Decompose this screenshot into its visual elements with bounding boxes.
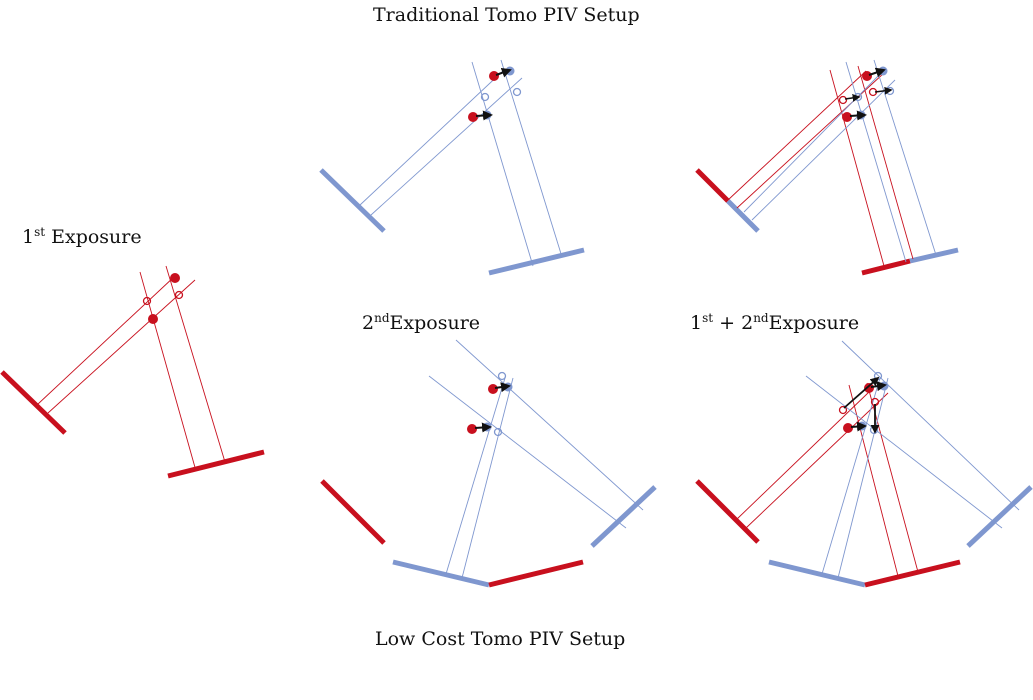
panel-lowcost-second xyxy=(320,339,657,588)
ray xyxy=(727,70,867,201)
camera-bottom-blue xyxy=(768,559,866,588)
camera-bottom-blue xyxy=(392,559,490,588)
first-exposure-sup: st xyxy=(34,225,46,239)
ray xyxy=(359,68,506,206)
ray xyxy=(736,72,885,209)
particle xyxy=(468,112,478,122)
particle xyxy=(862,71,872,81)
first-exposure-word: Exposure xyxy=(51,226,142,248)
displacement-arrow xyxy=(844,93,861,102)
displacement-arrow xyxy=(474,422,492,433)
particle xyxy=(489,71,499,81)
ghost-particle xyxy=(512,87,522,97)
panel-traditional-combined xyxy=(695,59,959,276)
particle xyxy=(148,314,158,324)
particle xyxy=(842,112,852,122)
camera-right-blue xyxy=(590,485,657,548)
ghost-particle xyxy=(142,296,152,306)
ghost-displacement-arrow xyxy=(843,376,880,409)
camera-bottom-red xyxy=(864,559,961,588)
second-exposure-sup: nd xyxy=(374,311,390,325)
ray xyxy=(471,61,534,267)
camera-left xyxy=(319,168,386,233)
ray xyxy=(805,375,1003,529)
ray xyxy=(428,375,627,529)
ray xyxy=(873,59,937,256)
camera-bottom-blue xyxy=(909,247,959,264)
particle xyxy=(843,423,853,433)
combined-mid: + 2 xyxy=(719,312,754,334)
first-exposure-label: 1st Exposure xyxy=(22,226,142,247)
ray xyxy=(47,279,196,414)
panel-lowcost-combined xyxy=(695,340,1033,588)
combined-num1: 1 xyxy=(690,312,703,334)
camera-bottom-red xyxy=(488,559,584,588)
top-title: Traditional Tomo PIV Setup xyxy=(373,4,640,26)
ray xyxy=(837,377,889,579)
ghost-particle xyxy=(838,95,848,105)
ray xyxy=(751,79,896,221)
displacement-arrow xyxy=(849,110,867,121)
second-exposure-label: 2ndExposure xyxy=(362,312,480,333)
displacement-arrow xyxy=(874,86,893,95)
displacement-arrow xyxy=(495,67,512,78)
camera-right-blue xyxy=(966,485,1033,548)
bottom-title: Low Cost Tomo PIV Setup xyxy=(375,628,626,650)
ray xyxy=(139,271,197,472)
ray xyxy=(370,77,523,216)
particle xyxy=(170,273,180,283)
combined-sup2: nd xyxy=(753,311,769,325)
ghost-particle xyxy=(480,92,490,102)
displacement-arrow xyxy=(494,382,511,393)
camera-left-red xyxy=(695,479,760,544)
ray xyxy=(857,65,914,260)
ghost-particle xyxy=(838,405,848,415)
ray xyxy=(37,275,176,405)
camera-left xyxy=(0,370,67,435)
ray xyxy=(841,340,1020,511)
ray xyxy=(735,391,870,521)
second-exposure-word: Exposure xyxy=(389,312,481,334)
ray xyxy=(445,377,506,575)
camera-bottom xyxy=(488,247,585,276)
ghost-particle xyxy=(493,427,503,437)
ghost-particle xyxy=(174,290,184,300)
ray xyxy=(165,265,226,463)
particle xyxy=(488,384,498,394)
ray xyxy=(743,68,886,213)
displacement-arrow xyxy=(850,421,867,432)
ray xyxy=(821,377,881,575)
ray xyxy=(455,339,644,511)
camera-bottom-red xyxy=(861,258,911,276)
combined-exposure-label: 1st + 2ndExposure xyxy=(690,312,859,333)
camera-left-red xyxy=(695,168,730,203)
camera-left-red xyxy=(320,479,386,545)
ray xyxy=(500,59,563,258)
ray xyxy=(745,392,889,529)
combined-sup1: st xyxy=(702,311,714,325)
camera-bottom xyxy=(167,449,265,479)
displacement-arrow xyxy=(475,110,493,121)
camera-left-blue xyxy=(726,199,760,233)
ray xyxy=(461,377,514,579)
displacement-arrow xyxy=(868,67,886,78)
ray xyxy=(848,384,899,577)
particle xyxy=(467,424,477,434)
ghost-particle xyxy=(497,371,507,381)
panel-traditional-second xyxy=(319,59,585,276)
combined-word: Exposure xyxy=(768,312,860,334)
first-exposure-num: 1 xyxy=(22,226,35,248)
panel-first-exposure xyxy=(0,265,265,479)
second-exposure-num: 2 xyxy=(362,312,375,334)
ray xyxy=(829,69,885,267)
